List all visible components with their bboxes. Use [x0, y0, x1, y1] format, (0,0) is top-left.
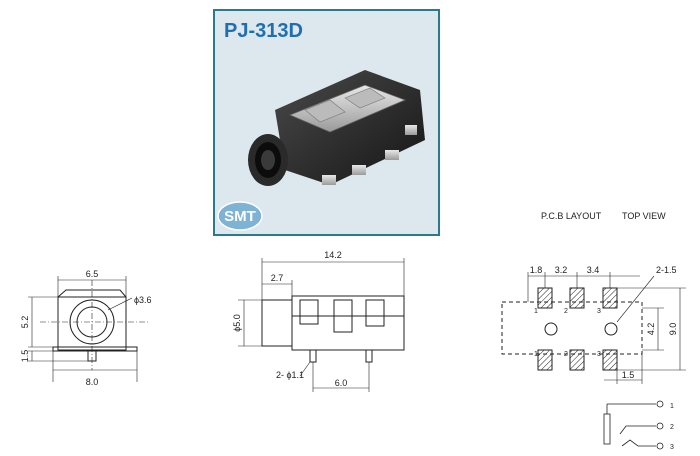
- pcb-holes-dim: 2-1.5: [656, 265, 677, 275]
- schematic-pin-2: 2: [670, 424, 674, 431]
- pcb-h2-dim: 9.0: [668, 323, 678, 336]
- pad-number-bottom-3: 3: [597, 351, 601, 358]
- pad-number-bottom-1: 1: [534, 351, 538, 358]
- pad-number-top-1: 1: [534, 308, 538, 315]
- side-front-dim: 2.7: [271, 273, 284, 283]
- side-pitch-dim: 6.0: [335, 378, 348, 388]
- smt-badge-label: SMT: [224, 208, 256, 225]
- pad-number-top-2: 2: [564, 308, 568, 315]
- front-width-bottom-dim: 8.0: [86, 377, 99, 387]
- side-length-dim: 14.2: [324, 250, 342, 260]
- front-view-drawing: [28, 276, 150, 382]
- schematic-pin-1: 1: [670, 403, 674, 410]
- product-photo-panel: PJ-313D SMT: [213, 9, 440, 236]
- top-view-label: TOP VIEW: [622, 211, 666, 221]
- pad-number-bottom-2: 2: [564, 351, 568, 358]
- front-diameter-dim: ϕ3.6: [134, 295, 152, 305]
- smt-badge: SMT: [217, 201, 263, 231]
- pcb-d3-dim: 3.4: [587, 265, 600, 275]
- side-view-drawing: [238, 258, 405, 392]
- pad-number-top-3: 3: [597, 308, 601, 315]
- product-title: PJ-313D: [224, 20, 303, 42]
- pcb-h1-dim: 4.2: [646, 323, 656, 336]
- pcb-layout-label: P.C.B LAYOUT: [541, 211, 602, 221]
- side-diameter-dim: ϕ5.0: [232, 314, 242, 332]
- front-base-dim: 1.5: [20, 350, 30, 363]
- front-width-top-dim: 6.5: [86, 269, 99, 279]
- jack-schematic: [603, 400, 664, 450]
- side-pins-dim: 2- ϕ1.1: [276, 370, 304, 380]
- schematic-pin-3: 3: [670, 444, 674, 451]
- pcb-d1-dim: 1.8: [530, 265, 543, 275]
- pcb-d2-dim: 3.2: [555, 265, 568, 275]
- pcb-layout-drawing: [501, 272, 686, 384]
- front-height-dim: 5.2: [20, 316, 30, 329]
- connector-photo: [248, 70, 425, 186]
- pcb-bottom-dim: 1.5: [622, 370, 635, 380]
